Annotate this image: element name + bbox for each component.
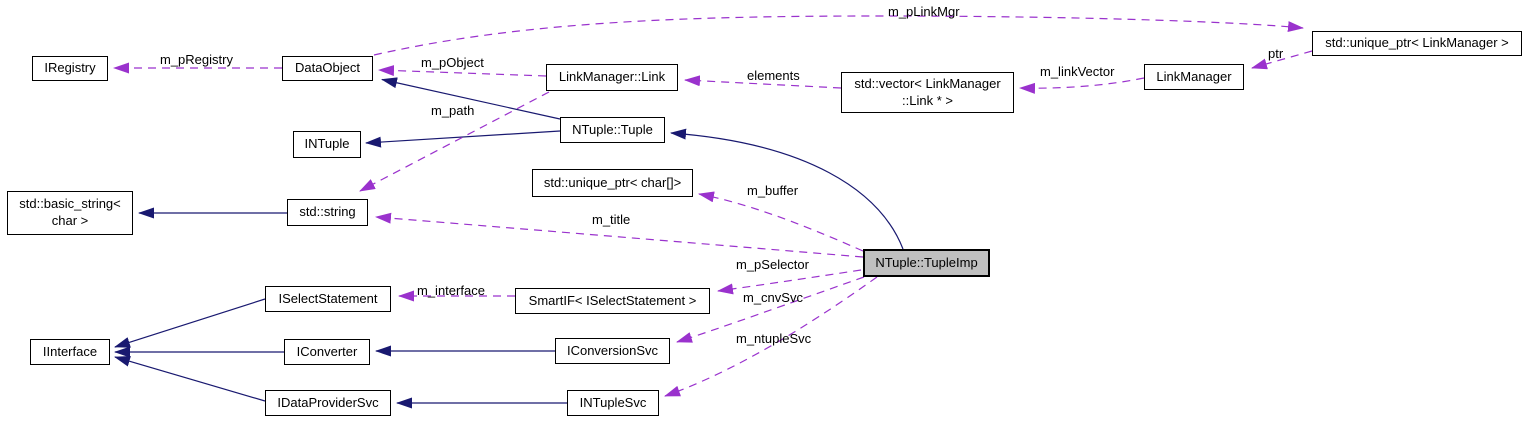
edge-usage-m-pobject	[378, 65, 547, 77]
edge-usage-m-title	[375, 212, 864, 258]
edge-label-m-plinkmgr: m_pLinkMgr	[888, 4, 960, 19]
edge-usage-m-ntuplesvc	[664, 276, 878, 397]
node-iconverter[interactable]: IConverter	[284, 339, 370, 365]
edge-label-m-ntuplesvc: m_ntupleSvc	[736, 331, 812, 346]
node-iinterface[interactable]: IInterface	[30, 339, 110, 365]
edge-label-m-buffer: m_buffer	[747, 183, 799, 198]
edge-label-m-cnvsvc: m_cnvSvc	[743, 290, 803, 305]
node-std-string[interactable]: std::string	[287, 199, 368, 226]
node-linkmanager-link[interactable]: LinkManager::Link	[546, 64, 678, 91]
node-unique-ptr-linkmanager[interactable]: std::unique_ptr< LinkManager >	[1312, 31, 1522, 56]
edge-usage-m-cnvsvc	[676, 276, 865, 343]
edge-label-m-path: m_path	[431, 103, 475, 118]
edge-usage-ptr	[1251, 50, 1313, 70]
node-std-vector-link[interactable]: std::vector< LinkManager ::Link * >	[841, 72, 1014, 113]
edge-label-m-pregistry: m_pRegistry	[160, 52, 233, 67]
edge-usage-m-linkvector	[1019, 77, 1145, 94]
edge-inherit-idataprovidersvc-iinterface	[114, 355, 266, 402]
edge-label-m-interface: m_interface	[417, 283, 485, 298]
edge-usage-m-plinkmgr	[373, 15, 1304, 56]
node-linkmanager[interactable]: LinkManager	[1144, 64, 1244, 90]
node-iselectstatement[interactable]: ISelectStatement	[265, 286, 391, 312]
edge-usage-elements	[684, 75, 842, 89]
node-idataprovidersvc[interactable]: IDataProviderSvc	[265, 390, 391, 416]
edge-inherit-tuple-dataobject	[381, 77, 561, 120]
node-iregistry[interactable]: IRegistry	[32, 56, 108, 81]
node-intuple[interactable]: INTuple	[293, 131, 361, 158]
edge-inherit-iselectstatement-iinterface	[114, 298, 266, 348]
edge-inherit-tuple-intuple	[365, 130, 561, 148]
node-intuplesvc[interactable]: INTupleSvc	[567, 390, 659, 416]
node-iconversionsvc[interactable]: IConversionSvc	[555, 338, 670, 364]
node-smartif[interactable]: SmartIF< ISelectStatement >	[515, 288, 710, 314]
node-unique-ptr-char[interactable]: std::unique_ptr< char[]>	[532, 169, 693, 197]
edge-label-m-linkvector: m_linkVector	[1040, 64, 1115, 79]
edge-label-elements: elements	[747, 68, 800, 83]
node-ntuple-tupleimp-main: NTuple::TupleImp	[863, 249, 990, 277]
edge-label-ptr: ptr	[1268, 46, 1284, 61]
edge-usage-m-pselector	[717, 269, 862, 295]
edge-label-m-pselector: m_pSelector	[736, 257, 809, 272]
edge-label-m-title: m_title	[592, 212, 631, 227]
edge-usage-m-path	[359, 91, 550, 192]
node-dataobject[interactable]: DataObject	[282, 56, 373, 81]
node-ntuple-tuple[interactable]: NTuple::Tuple	[560, 117, 665, 143]
node-std-basic-string[interactable]: std::basic_string< char >	[7, 191, 133, 235]
edge-inherit-tupleimp-tuple	[670, 128, 904, 250]
edge-usage-m-buffer	[698, 191, 864, 252]
edge-label-m-pobject: m_pObject	[421, 55, 484, 70]
